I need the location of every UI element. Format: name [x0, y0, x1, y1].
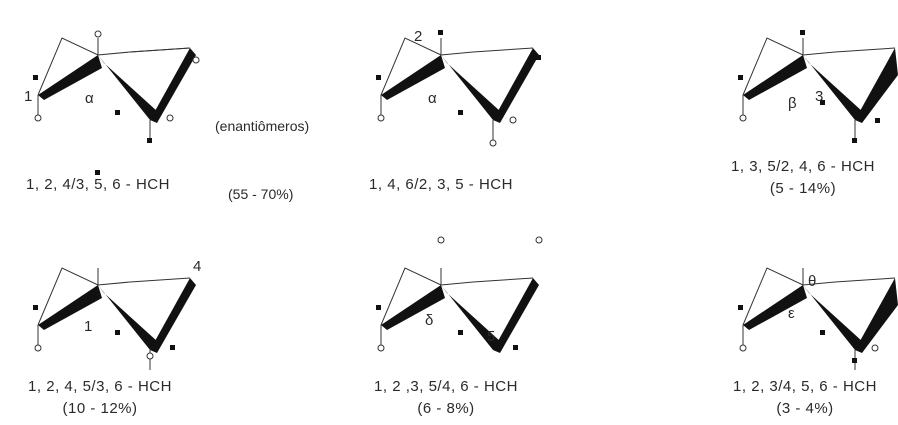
mark-5-b: 5: [487, 328, 496, 345]
mark-6-a: θ: [808, 273, 817, 290]
mark-2-b: α: [428, 90, 437, 107]
mark-4-b: 1: [84, 318, 93, 335]
mark-4-a: 4: [193, 258, 202, 275]
isomer-percent-6: (3 - 4%): [776, 400, 834, 417]
enantiomers-percent: (55 - 70%): [228, 186, 294, 202]
structure-3: [738, 30, 898, 143]
isomer-percent-5: (6 - 8%): [417, 400, 475, 417]
enantiomers-label: (enantiômeros): [215, 118, 310, 134]
mark-1-b: α: [85, 90, 94, 107]
isomer-name-6: 1, 2, 3/4, 5, 6 - HCH: [733, 378, 877, 395]
structure-4: [33, 170, 196, 370]
mark-5-a: δ: [425, 312, 434, 329]
mark-3-b: 3: [815, 88, 824, 105]
structure-1: [33, 30, 200, 143]
isomer-percent-4: (10 - 12%): [62, 400, 138, 417]
structure-5: [376, 236, 543, 353]
isomer-name-1: 1, 2, 4/3, 5, 6 - HCH: [26, 176, 170, 193]
mark-3-a: β: [788, 95, 797, 112]
mark-6-b: ε: [788, 305, 795, 322]
structure-6: [738, 267, 898, 370]
isomer-percent-3: (5 - 14%): [769, 180, 837, 197]
mark-2-a: 2: [414, 28, 423, 45]
isomer-name-2: 1, 4, 6/2, 3, 5 - HCH: [369, 176, 513, 193]
mark-1-a: 1: [24, 88, 33, 105]
isomer-name-5: 1, 2 ,3, 5/4, 6 - HCH: [374, 378, 518, 395]
structure-2: [376, 30, 541, 147]
isomer-name-3: 1, 3, 5/2, 4, 6 - HCH: [731, 158, 875, 175]
isomer-name-4: 1, 2, 4, 5/3, 6 - HCH: [28, 378, 172, 395]
